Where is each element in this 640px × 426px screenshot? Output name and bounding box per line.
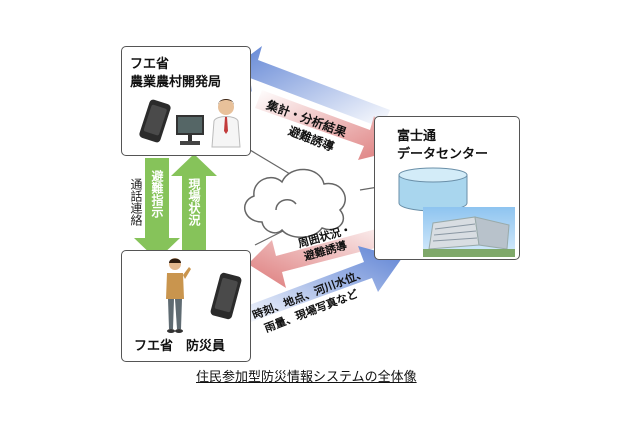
arrow-surrounding-status xyxy=(248,222,406,288)
arrow-field-report xyxy=(236,246,402,326)
arrow-aggregate-result xyxy=(230,46,390,128)
ministry-node: フエ省 農業農村開発局 xyxy=(121,46,251,156)
computer-monitor-icon xyxy=(176,115,204,145)
smartphone-icon xyxy=(139,99,171,143)
label-site-status: 現場状況 xyxy=(187,178,201,226)
label-evacuation-order: 避難指示 xyxy=(150,170,164,218)
database-icon xyxy=(398,167,468,212)
staff-label: フエ省 防災員 xyxy=(134,339,226,354)
ministry-name-line1: フエ省 xyxy=(130,57,170,72)
cloud-icon xyxy=(244,168,346,238)
fujitsu-name-line1: 富士通 xyxy=(397,129,437,144)
arrow-site-status xyxy=(171,154,217,254)
smartphone-icon xyxy=(210,272,242,320)
datacenter-building-image xyxy=(423,207,515,257)
office-worker-icon xyxy=(211,99,241,148)
diagram-caption: 住民参加型防災情報システムの全体像 xyxy=(196,370,417,385)
ministry-name-line2: 農業農村開発局 xyxy=(130,75,222,90)
field-worker-icon xyxy=(166,258,191,333)
fujitsu-name-line2: データセンター xyxy=(397,147,489,162)
disaster-staff-node: フエ省 防災員 xyxy=(121,250,251,362)
arrow-evacuation-guidance xyxy=(255,90,398,160)
arrow-evacuation-order xyxy=(134,158,180,260)
label-contact: 通話連絡 xyxy=(129,178,143,226)
fujitsu-datacenter-node: 富士通 データセンター xyxy=(374,116,520,260)
